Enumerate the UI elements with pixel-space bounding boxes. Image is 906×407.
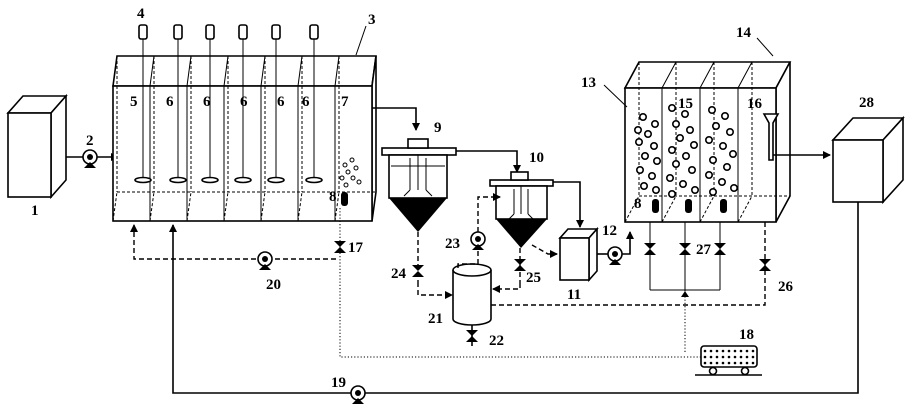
label-7: 7 <box>341 94 349 110</box>
label-12: 12 <box>602 223 617 239</box>
valve-17 <box>334 241 346 253</box>
label-6d: 6 <box>277 94 285 110</box>
stirrer-motors <box>134 24 323 184</box>
pump-19 <box>350 385 366 404</box>
label-19: 19 <box>331 375 346 391</box>
label-2: 2 <box>86 133 94 149</box>
anoxic-aerobic-reactor <box>112 55 377 222</box>
clarifier-10 <box>489 171 554 248</box>
label-24: 24 <box>391 266 407 282</box>
valve-25 <box>514 259 526 271</box>
label-21: 21 <box>428 311 443 327</box>
outlet-weir <box>762 113 790 161</box>
label-6a: 6 <box>166 94 174 110</box>
label-23: 23 <box>445 236 460 252</box>
pump-23 <box>470 231 486 250</box>
biofilm-carriers <box>633 104 738 199</box>
label-15: 15 <box>678 96 693 112</box>
air-diffuser <box>341 192 348 206</box>
pump-12 <box>607 246 623 265</box>
label-9: 9 <box>434 120 442 136</box>
air-blower <box>695 345 762 376</box>
label-1: 1 <box>31 203 39 219</box>
label-26: 26 <box>778 279 794 295</box>
valve-22 <box>466 330 478 342</box>
label-8b: 8 <box>634 196 642 212</box>
valve-24 <box>412 265 424 277</box>
label-17: 17 <box>348 240 364 256</box>
label-20: 20 <box>266 277 281 293</box>
aeration-valves-27 <box>644 243 726 255</box>
intermediate-tank <box>558 226 599 283</box>
biofilm-reactor <box>623 61 792 223</box>
feed-pump <box>82 149 98 168</box>
label-6b: 6 <box>203 94 211 110</box>
air-diffusers-13 <box>652 199 727 213</box>
pump-20 <box>257 251 273 270</box>
label-27: 27 <box>696 242 712 258</box>
label-6e: 6 <box>302 94 310 110</box>
effluent-tank <box>831 115 905 205</box>
label-13: 13 <box>581 75 596 91</box>
label-14: 14 <box>736 25 752 41</box>
label-6c: 6 <box>240 94 248 110</box>
feed-tank <box>6 93 68 200</box>
sludge-tank <box>452 263 492 326</box>
label-10: 10 <box>529 150 544 166</box>
clarifier-9 <box>381 138 457 232</box>
label-16: 16 <box>747 96 763 112</box>
label-5: 5 <box>130 94 138 110</box>
label-11: 11 <box>567 287 581 303</box>
labels: 1 2 3 4 5 6 6 6 6 6 7 8 9 10 11 12 13 14… <box>31 6 874 391</box>
valve-26 <box>759 259 771 271</box>
label-22: 22 <box>489 333 504 349</box>
aeration-bubbles <box>339 157 362 188</box>
label-25: 25 <box>526 270 541 286</box>
label-28: 28 <box>859 95 874 111</box>
label-18: 18 <box>739 327 754 343</box>
label-4: 4 <box>137 6 145 22</box>
label-3: 3 <box>368 12 376 28</box>
label-8a: 8 <box>329 189 337 205</box>
